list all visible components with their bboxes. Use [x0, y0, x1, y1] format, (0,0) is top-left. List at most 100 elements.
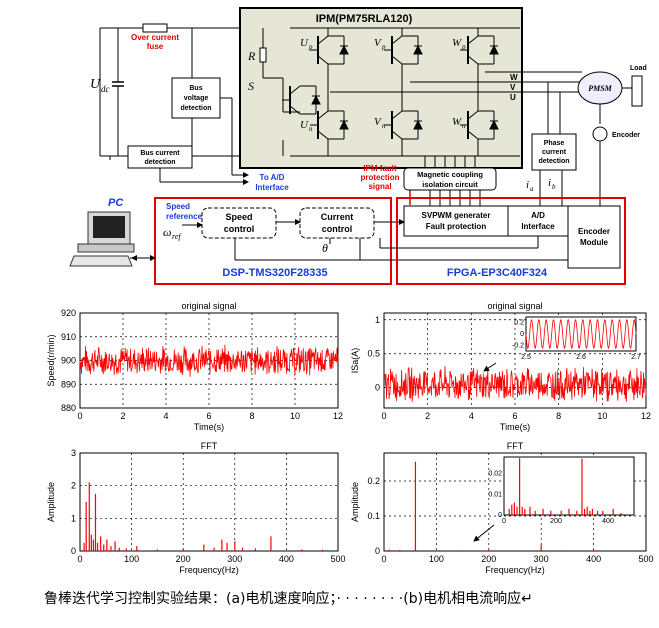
bus-voltage-detection-block: [171, 77, 221, 119]
plot-area: [79, 452, 339, 552]
phase-current-label-1: Phase: [544, 140, 565, 147]
ia-label: i: [526, 179, 529, 191]
vp-label: V: [374, 37, 382, 49]
x-axis-label: Time(s): [500, 422, 530, 432]
phase-v-label: V: [510, 83, 516, 92]
udc-sub: dc: [101, 84, 110, 94]
speed-ref-label-2: reference: [166, 212, 203, 221]
ad-label-2: Interface: [521, 222, 555, 231]
y-tick-label: 910: [61, 332, 76, 342]
y-tick-label: 0.2: [367, 476, 380, 486]
x-tick-label: 4: [469, 411, 474, 421]
svpwm-block: [403, 205, 509, 237]
y-tick-label: 0.5: [367, 349, 380, 359]
igbt-icon: [460, 35, 499, 65]
to-ad-label-2: Interface: [255, 183, 289, 192]
inset-y-tick-label: 0: [520, 331, 524, 338]
inset-y-tick-label: 0.2: [514, 320, 524, 327]
x-tick-label: 12: [641, 411, 651, 421]
load-icon: [631, 75, 643, 107]
x-tick-label: 6: [512, 411, 517, 421]
over-current-fuse-label: Over current: [131, 33, 179, 42]
x-tick-label: 100: [429, 554, 444, 564]
inset-x-tick-label: 2.7: [631, 354, 641, 361]
inset-x-tick-label: 2.5: [521, 354, 531, 361]
x-tick-label: 500: [330, 554, 345, 564]
speed-control-label-1: Speed: [225, 212, 252, 222]
to-ad-label-1: To A/D: [260, 173, 285, 182]
up-sub: p: [308, 43, 313, 51]
chart-title: FFT: [507, 441, 524, 451]
y-tick-label: 890: [61, 379, 76, 389]
chart-title: FFT: [201, 441, 218, 451]
ib-label: i: [548, 177, 551, 189]
encoder-label: Encoder: [612, 132, 640, 139]
x-tick-label: 10: [290, 411, 300, 421]
igbt-icon: [310, 35, 349, 65]
y-tick-label: 920: [61, 308, 76, 318]
bus-current-label-2: detection: [144, 159, 175, 166]
magnetic-label-2: isolation circuit: [422, 180, 478, 189]
load-label: Load: [630, 65, 647, 72]
bus-voltage-label-2: voltage: [184, 95, 209, 102]
y-axis-label: Speed(r/min): [46, 334, 56, 386]
over-current-fuse-label-2: fuse: [147, 42, 164, 51]
x-tick-label: 400: [279, 554, 294, 564]
inset-y-tick-label: -0.2: [512, 342, 524, 349]
resistor-icon: [259, 47, 267, 63]
x-tick-label: 0: [77, 554, 82, 564]
x-tick-label: 300: [534, 554, 549, 564]
igbt-icon: [310, 110, 349, 140]
phase-w-label: W: [510, 73, 518, 82]
x-axis-label: Frequency(Hz): [179, 565, 239, 575]
x-tick-label: 0: [77, 411, 82, 421]
omega-ref-sub: ref: [172, 232, 182, 241]
ipm-block: [239, 7, 523, 169]
y-tick-label: 0.1: [367, 511, 380, 521]
wn-label: W: [452, 116, 462, 128]
x-tick-label: 500: [638, 554, 653, 564]
vp-sub: p: [381, 43, 386, 51]
phase-current-detection-block: [531, 133, 577, 171]
igbt-bridge: [282, 27, 520, 157]
x-axis-label: Time(s): [194, 422, 224, 432]
bus-voltage-label-1: Bus: [189, 85, 202, 92]
y-tick-label: 900: [61, 356, 76, 366]
y-tick-label: 0: [375, 546, 380, 556]
y-axis-label: Amplitude: [46, 482, 56, 522]
ipm-fault-label-2: protection: [360, 173, 399, 182]
dsp-label: DSP-TMS320F28335: [222, 267, 327, 279]
x-tick-label: 6: [206, 411, 211, 421]
brake-igbt-icon: [282, 85, 321, 115]
speed-control-block: [201, 207, 277, 239]
ib-sub: b: [552, 183, 556, 191]
x-tick-label: 200: [176, 554, 191, 564]
bus-current-label-1: Bus current: [140, 150, 180, 157]
encoder-module-block: [567, 205, 621, 269]
y-tick-label: 3: [71, 448, 76, 458]
pc-label: PC: [108, 197, 124, 209]
encoder-module-label-1: Encoder: [578, 227, 610, 236]
y-axis-label: ISa(A): [350, 348, 360, 374]
inset-x-tick-label: 400: [602, 518, 614, 525]
current-control-block: [299, 207, 375, 239]
wp-label: W: [452, 37, 462, 49]
magnetic-label-1: Magnetic coupling: [417, 170, 483, 179]
svpwm-label-2: Fault protection: [426, 222, 487, 231]
signal-line: [383, 366, 647, 402]
phase-u-label: U: [510, 93, 516, 102]
current-control-label-1: Current: [321, 212, 354, 222]
igbt-icon: [384, 35, 423, 65]
inset-y-tick-label: 0: [498, 512, 502, 519]
vn-sub: n: [382, 122, 386, 130]
inset-y-tick-label: 0.01: [488, 491, 502, 498]
figure-caption: 鲁棒迭代学习控制实验结果：(a)电机速度响应；· · · · · · · ·(b…: [44, 591, 533, 607]
signal-line: [79, 344, 339, 377]
r-label: R: [247, 49, 256, 63]
